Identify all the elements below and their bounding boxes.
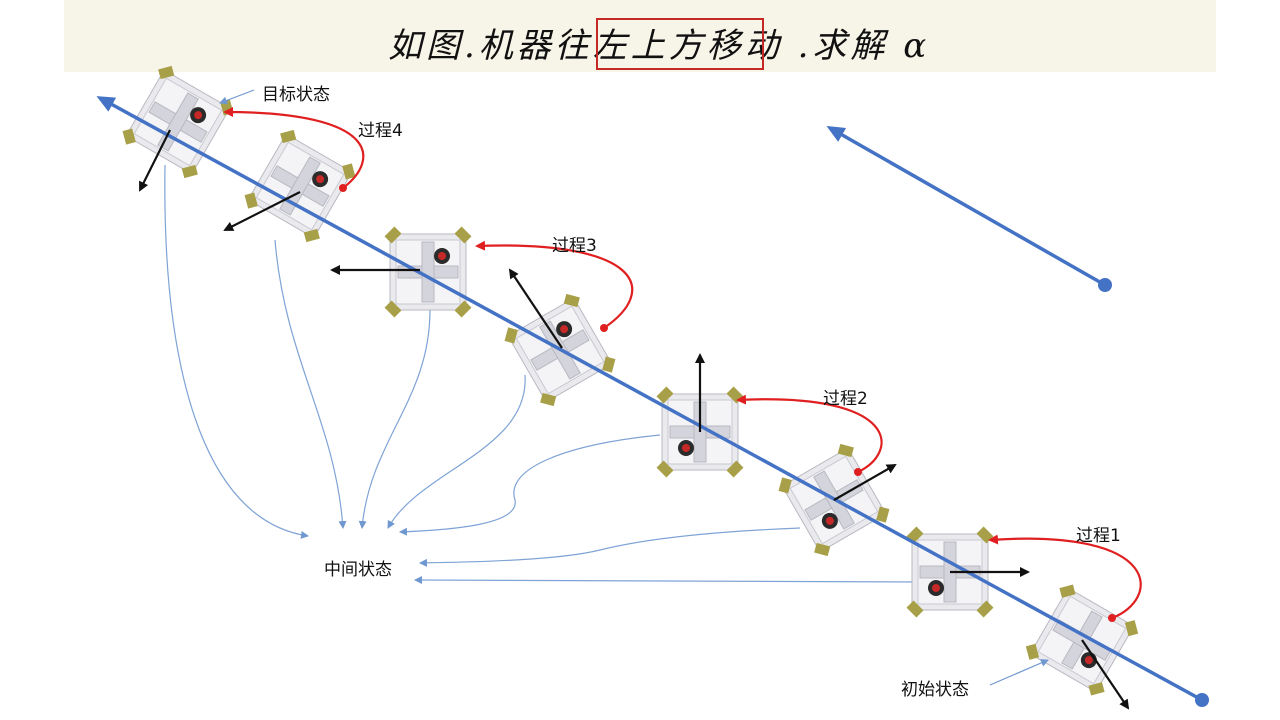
- process-1-label: 过程1: [1076, 526, 1121, 546]
- header-band: [64, 0, 1216, 72]
- state-link-p3: [358, 309, 431, 529]
- state-link-p4: [274, 239, 347, 529]
- process-arrow-3-start: [600, 324, 608, 332]
- process-arrow-2-start: [854, 468, 862, 476]
- trajectory-start-dot: [1195, 693, 1209, 707]
- process-arrow-4-start: [339, 184, 347, 192]
- process-2-label: 过程2: [823, 389, 868, 409]
- heading-arrow: [508, 268, 563, 349]
- direction-arrow-dot: [1098, 278, 1112, 292]
- heading-arrow: [1081, 639, 1130, 710]
- heading-arrow: [139, 129, 171, 192]
- process-arrow-1: [988, 534, 1142, 620]
- state-link-mid: [399, 434, 661, 536]
- process-4-label: 过程4: [358, 121, 403, 141]
- initial-state-label: 初始状态: [901, 680, 969, 700]
- state-link-target: [164, 164, 309, 539]
- process-arrow-3: [475, 240, 634, 329]
- trajectory-line: [96, 96, 1203, 702]
- process-arrow-1-start: [1108, 614, 1116, 622]
- process-arrow-2: [736, 394, 883, 473]
- target-state-label: 目标状态: [262, 85, 330, 105]
- intermediate-state-label: 中间状态: [324, 560, 392, 580]
- robot-icon: [384, 226, 472, 318]
- process-3-label: 过程3: [552, 236, 597, 256]
- state-link-p1: [414, 576, 921, 585]
- heading-arrow: [223, 191, 301, 231]
- process-arrow-4: [223, 107, 365, 189]
- handwritten-title: 如图.机器往左上方移动 .求解 α: [388, 26, 931, 66]
- state-link-p3b: [387, 374, 526, 529]
- title-highlight-box: [596, 18, 764, 70]
- state-link-p2: [419, 527, 801, 567]
- direction-arrow: [826, 126, 1106, 287]
- heading-arrow: [833, 464, 897, 501]
- initial-label-pointer: [989, 659, 1049, 686]
- target-label-pointer: [219, 89, 255, 105]
